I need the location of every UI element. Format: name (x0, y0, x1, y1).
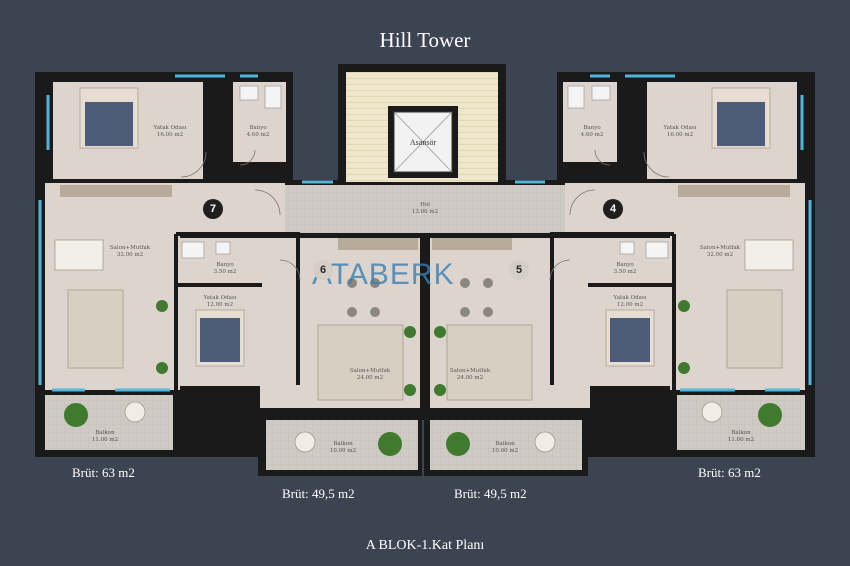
gross-area-center-right: Brüt: 49,5 m2 (454, 486, 527, 501)
dining-right (744, 239, 794, 271)
gross-area-right: Brüt: 63 m2 (698, 465, 761, 480)
room-label-tr-bed: Yatak Odası 16.00 m2 (663, 125, 697, 138)
hall-floor (285, 185, 565, 233)
dining-left (54, 239, 104, 271)
elevator-label: Asansör (409, 138, 437, 147)
unit-marker-6: 6 (313, 260, 333, 280)
room-label-cl-salon: Salon+Mutfak 24.00 m2 (349, 368, 391, 381)
kitchen-cr (432, 238, 512, 250)
room-label-ml-bath: Banyo 3.50 m2 (213, 262, 237, 275)
room-label-mr-bath: Banyo 3.50 m2 (613, 262, 637, 275)
sofa-right (726, 289, 783, 369)
room-label-r-balcony: Balkon 11.00 m2 (727, 430, 755, 443)
sofa-cl (317, 324, 404, 401)
room-label-cl-balcony: Balkon 10.00 m2 (329, 441, 357, 454)
furniture (54, 85, 794, 456)
unit-marker-4: 4 (603, 199, 623, 219)
balcony-right (677, 395, 805, 450)
room-cr-entry (550, 238, 590, 408)
watermark-logo: ATABERK (312, 258, 455, 291)
page-title: Hill Tower (379, 28, 471, 52)
room-label-hall: Hol 13.00 m2 (411, 202, 439, 215)
room-label-cr-balcony: Balkon 10.00 m2 (491, 441, 519, 454)
sofa-cr (446, 324, 533, 401)
kitchen-left (60, 185, 172, 197)
balconies (45, 395, 805, 470)
gross-area-center-left: Brüt: 49,5 m2 (282, 486, 355, 501)
room-label-cr-salon: Salon+Mutfak 24.00 m2 (449, 368, 491, 381)
sofa-left (67, 289, 124, 369)
room-label-l-salon: Salon+Mutfak 32.00 m2 (109, 245, 151, 258)
interior-walls (40, 78, 810, 412)
room-label-tl-bath: Banyo 4.60 m2 (246, 125, 270, 138)
kitchen-cl (338, 238, 418, 250)
room-l-corridor (180, 183, 285, 233)
unit-marker-5: 5 (509, 260, 529, 280)
gross-area-left: Brüt: 63 m2 (72, 465, 135, 480)
room-cl-entry (260, 238, 300, 408)
room-label-ml-bed: Yatak Odası 12.00 m2 (203, 295, 237, 308)
room-label-r-salon: Salon+Mutfak 32.00 m2 (699, 245, 741, 258)
doors (180, 149, 670, 281)
floor-plan-caption: A BLOK-1.Kat Planı (365, 538, 485, 553)
unit-marker-7: 7 (203, 199, 223, 219)
room-label-tl-bed: Yatak Odası 16.00 m2 (153, 125, 187, 138)
room-label-l-balcony: Balkon 11.00 m2 (91, 430, 119, 443)
windows (38, 74, 812, 392)
balcony-left (45, 395, 173, 450)
kitchen-right (678, 185, 790, 197)
room-label-mr-bed: Yatak Odası 12.00 m2 (613, 295, 647, 308)
room-label-tr-bath: Banyo 4.60 m2 (580, 125, 604, 138)
